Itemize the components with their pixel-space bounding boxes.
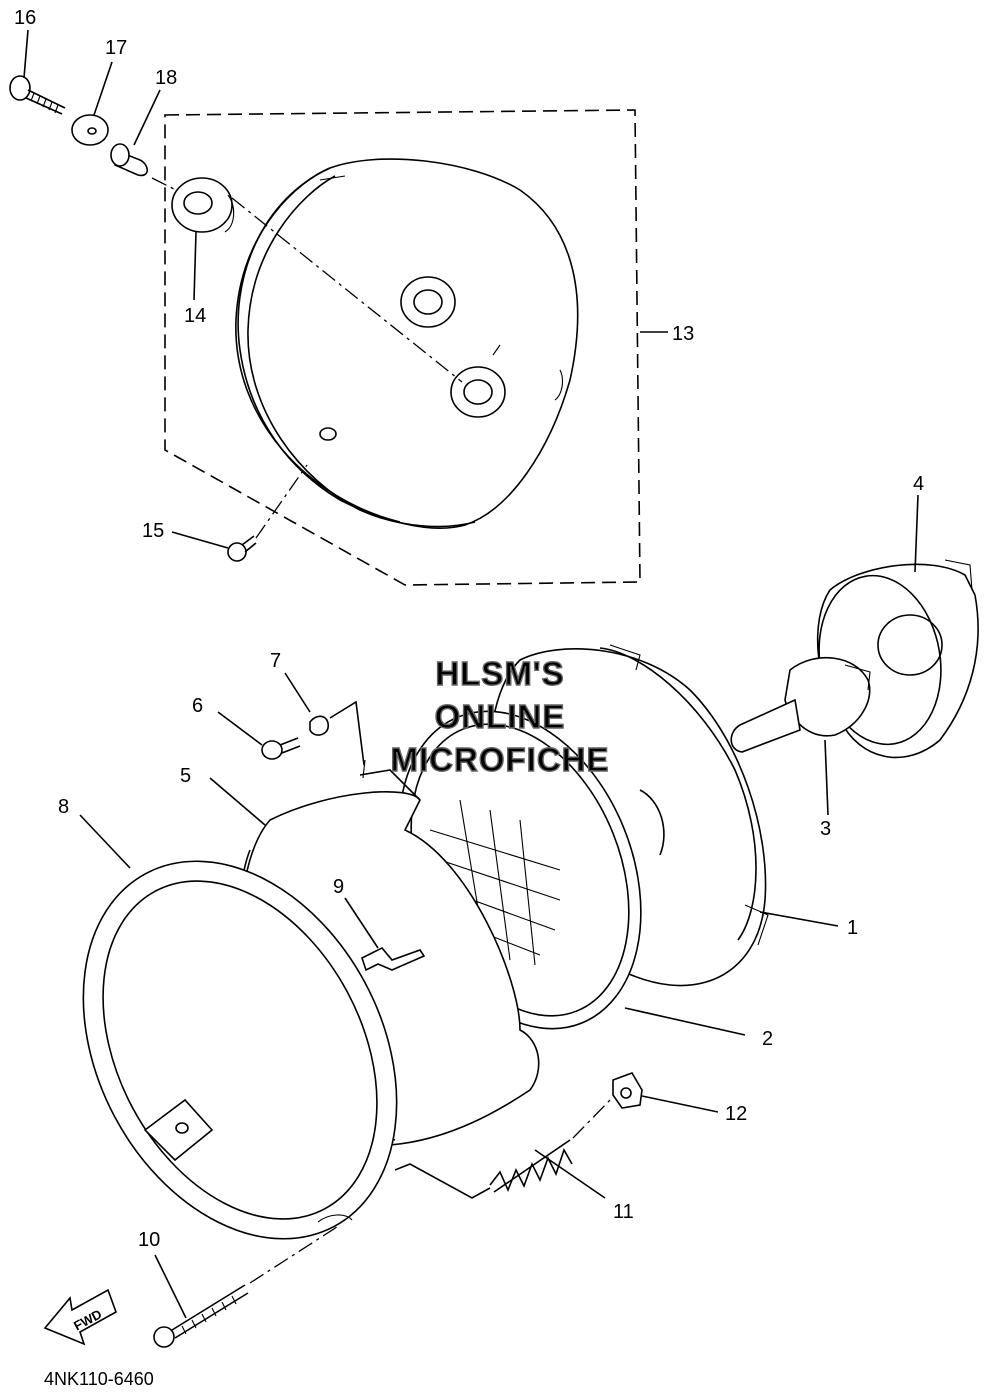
callout-13: 13 xyxy=(672,323,694,345)
callout-11: 11 xyxy=(613,1201,634,1223)
leader-12 xyxy=(641,1095,719,1113)
part-8-rim xyxy=(82,860,398,1240)
callout-9: 9 xyxy=(333,876,344,898)
axis-15 xyxy=(255,464,308,539)
leader-6 xyxy=(217,711,263,746)
leader-18 xyxy=(133,89,161,146)
callout-18: 18 xyxy=(155,67,177,89)
part-15-screw xyxy=(227,535,257,562)
watermark-line-3: MICROFICHE xyxy=(391,741,610,778)
part-14-grommet xyxy=(171,177,235,233)
callout-10: 10 xyxy=(138,1229,160,1251)
part-9-clip xyxy=(361,947,426,972)
leader-7-path xyxy=(329,700,365,766)
leader-15 xyxy=(171,531,229,549)
fwd-arrow-icon: FWD xyxy=(43,1288,117,1346)
axis-14-housing xyxy=(231,197,463,383)
watermark: HLSM'S ONLINE MICROFICHE xyxy=(390,654,610,778)
watermark-line-2: ONLINE xyxy=(435,698,566,735)
callout-1: 1 xyxy=(847,917,858,939)
part-12-nut-clip xyxy=(612,1072,643,1109)
part-16-bolt xyxy=(9,75,66,115)
leader-10 xyxy=(154,1254,187,1319)
watermark-line-1: HLSM'S xyxy=(435,655,564,692)
leader-14 xyxy=(193,231,197,301)
callouts: 1 2 3 4 5 6 7 8 9 10 11 12 13 14 15 16 1… xyxy=(14,7,924,1251)
callout-5: 5 xyxy=(180,765,191,787)
callout-12: 12 xyxy=(725,1103,747,1125)
leader-16 xyxy=(23,29,29,79)
callout-6: 6 xyxy=(192,695,203,717)
axis-11-12 xyxy=(572,1097,613,1139)
part-6-screw xyxy=(261,737,301,760)
callout-16: 16 xyxy=(14,7,36,29)
part-13-group-outline xyxy=(164,109,641,586)
callout-7: 7 xyxy=(270,650,281,672)
callout-3: 3 xyxy=(820,818,831,840)
leader-11 xyxy=(534,1149,606,1199)
leader-3 xyxy=(824,739,829,816)
leader-5 xyxy=(209,777,266,826)
part-10-screw xyxy=(153,1284,249,1348)
leader-2 xyxy=(624,1007,746,1036)
callout-8: 8 xyxy=(58,796,69,818)
callout-15: 15 xyxy=(142,520,164,542)
leader-11-bracket xyxy=(394,1163,491,1199)
leader-4 xyxy=(914,494,919,573)
callout-14: 14 xyxy=(184,305,206,327)
part-17-washer xyxy=(71,114,109,146)
axis-10 xyxy=(249,1224,341,1284)
axis-14-18 xyxy=(151,177,177,191)
diagram-id: 4NK110-6460 xyxy=(44,1369,154,1389)
part-13-headlight-housing xyxy=(235,158,579,529)
leader-8 xyxy=(79,814,131,869)
leader-9 xyxy=(344,897,379,949)
leader-1 xyxy=(759,911,839,927)
part-18-collar xyxy=(110,143,149,177)
part-3-bulb xyxy=(730,656,871,753)
callout-4: 4 xyxy=(913,473,924,495)
leader-17 xyxy=(93,61,113,116)
part-7-nut xyxy=(309,715,329,736)
leader-7 xyxy=(284,672,311,713)
callout-17: 17 xyxy=(105,37,127,59)
callout-2: 2 xyxy=(762,1028,773,1050)
